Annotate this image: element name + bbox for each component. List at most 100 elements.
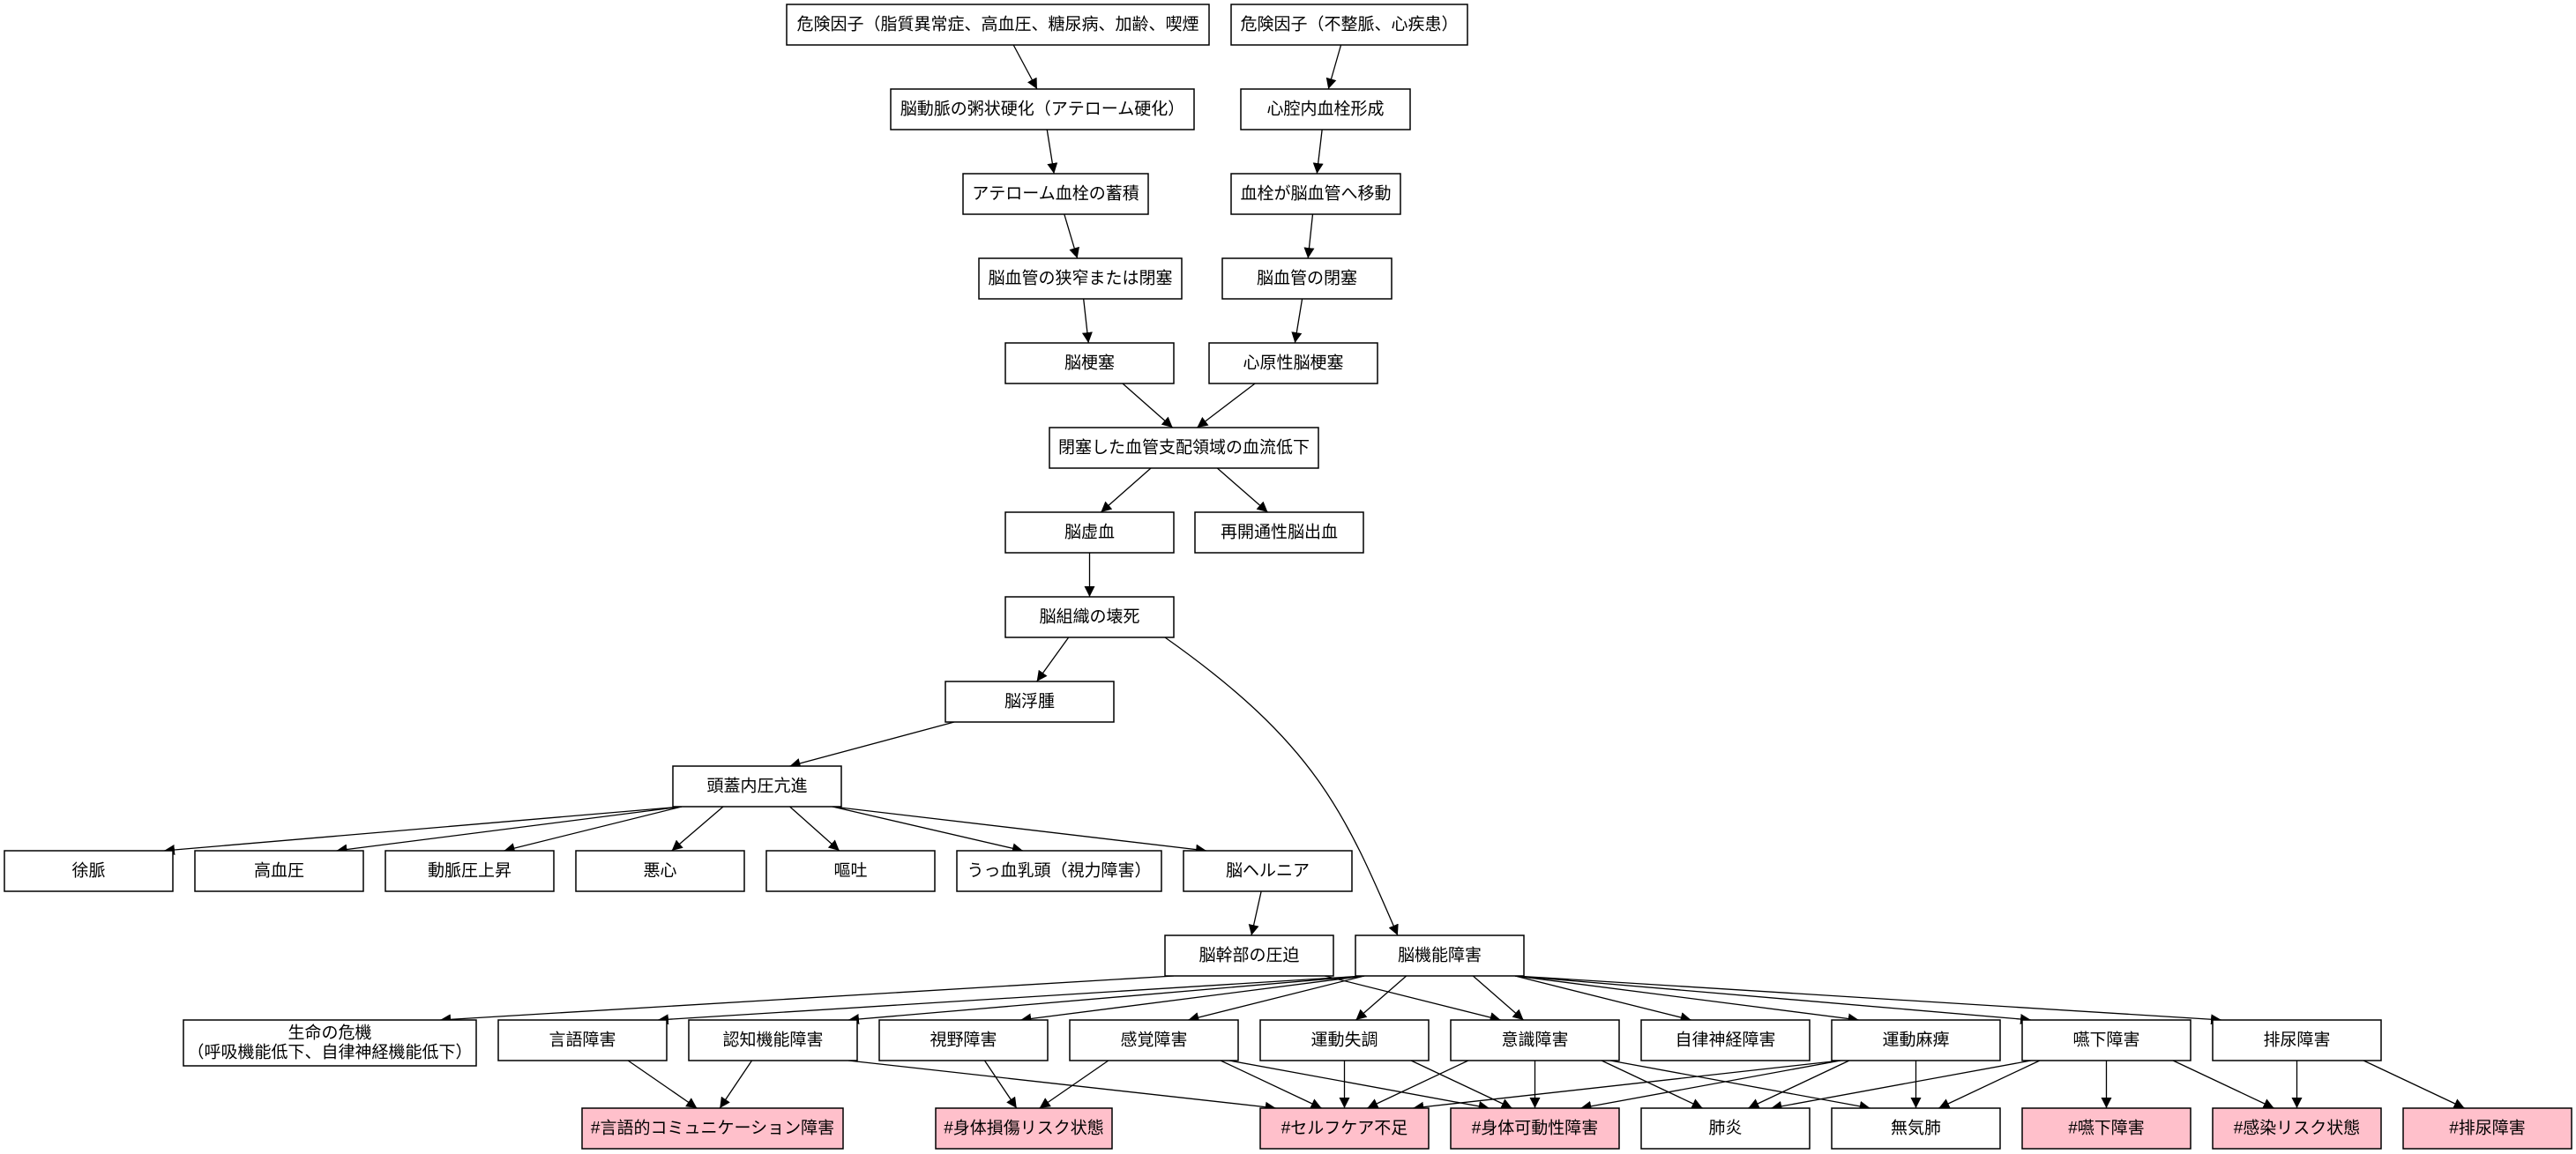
node-necrosis: 脳組織の壊死 — [1004, 596, 1175, 638]
node-label: アテローム血栓の蓄積 — [972, 184, 1139, 204]
edge-bloodflow-to-reperfusion — [1216, 467, 1268, 513]
node-box — [1230, 4, 1468, 46]
node-label: 脳浮腫 — [1004, 692, 1055, 711]
node-label: #嚥下障害 — [2068, 1119, 2145, 1138]
node-label: 再開通性脳出血 — [1221, 523, 1338, 542]
edge-dysphagia-to-atelectasis — [1938, 1060, 2041, 1109]
node-box — [1259, 1019, 1430, 1061]
edge-dysfunction-to-aphasia — [657, 975, 1365, 1025]
edge-visual-to-nd-injury — [983, 1060, 1018, 1109]
node-box — [672, 765, 842, 808]
node-thrombus-move: 血栓が脳血管へ移動 — [1230, 173, 1401, 215]
node-label: #言語的コミュニケーション障害 — [591, 1119, 834, 1138]
node-box — [4, 850, 174, 892]
node-label: 心腔内血栓形成 — [1266, 100, 1384, 119]
node-label: 危険因子（脂質異常症、高血圧、糖尿病、加齢、喫煙 — [796, 15, 1198, 34]
node-consciousness: 意識障害 — [1450, 1019, 1620, 1061]
node-brainstem: 脳幹部の圧迫 — [1164, 934, 1334, 977]
node-label: 肺炎 — [1708, 1119, 1742, 1138]
edge-icp-to-papilledema — [832, 806, 1024, 854]
node-edema: 脳浮腫 — [945, 681, 1115, 723]
node-box — [194, 850, 364, 892]
node-papilledema: うっ血乳頭（視力障害） — [956, 850, 1162, 892]
node-box — [2212, 1107, 2382, 1150]
edge-brainstem-to-consciousness — [1324, 975, 1501, 1023]
edge-athero-to-athero-accum — [1046, 129, 1058, 175]
node-athero-accum: アテローム血栓の蓄積 — [962, 173, 1149, 215]
node-label: 脳機能障害 — [1398, 946, 1482, 965]
node-label: 排尿障害 — [2263, 1031, 2330, 1050]
node-pneumonia: 肺炎 — [1640, 1107, 1811, 1150]
edges-layer — [163, 44, 2465, 1113]
node-label: 頭蓋内圧亢進 — [706, 777, 807, 796]
node-label: 意識障害 — [1501, 1031, 1568, 1050]
node-box — [1194, 511, 1364, 554]
node-label: 脳虚血 — [1064, 523, 1115, 542]
edge-rf2-to-cardiac-thrombus — [1325, 44, 1342, 90]
edge-consciousness-to-atelectasis — [1609, 1060, 1870, 1112]
node-visual: 視野障害 — [878, 1019, 1049, 1061]
node-box — [1259, 1107, 1430, 1150]
node-sensory: 感覚障害 — [1069, 1019, 1239, 1061]
node-box — [956, 850, 1162, 892]
node-nd-urinary: #排尿障害 — [2402, 1107, 2572, 1150]
node-box — [183, 1019, 477, 1067]
node-box — [765, 850, 936, 892]
node-box — [1355, 934, 1525, 977]
node-box — [2212, 1019, 2382, 1061]
edge-paralysis-to-pneumonia — [1748, 1060, 1850, 1109]
edge-consciousness-to-nd-selfcare — [1367, 1060, 1469, 1109]
node-label: 生命の危機 — [287, 1024, 371, 1043]
edge-icp-to-vomiting — [789, 806, 840, 852]
node-label: 心原性脳梗塞 — [1243, 354, 1343, 373]
node-label: #セルフケア不足 — [1281, 1120, 1408, 1138]
node-box — [497, 1019, 668, 1061]
node-label: 脳ヘルニア — [1226, 861, 1310, 881]
node-label: 感覚障害 — [1120, 1031, 1187, 1050]
node-paralysis: 運動麻痺 — [1831, 1019, 2001, 1061]
node-box — [1208, 342, 1378, 384]
node-label: 血栓が脳血管へ移動 — [1240, 184, 1391, 204]
node-box — [945, 681, 1115, 723]
node-label: 脳梗塞 — [1064, 354, 1115, 373]
node-box — [1049, 427, 1319, 469]
node-dysphagia: 嚥下障害 — [2021, 1019, 2191, 1061]
node-box — [1004, 596, 1175, 638]
node-label: #身体可動性障害 — [1472, 1119, 1599, 1138]
node-box — [1831, 1019, 2001, 1061]
edge-icp-to-herniation — [832, 806, 1207, 855]
node-label: うっ血乳頭（視力障害） — [967, 861, 1151, 881]
node-pulse-pressure: 動脈圧上昇 — [385, 850, 555, 892]
node-box — [978, 257, 1183, 300]
node-ischemia: 脳虚血 — [1004, 511, 1175, 554]
node-cardioembolic: 心原性脳梗塞 — [1208, 342, 1378, 384]
node-nd-selfcare: #セルフケア不足 — [1259, 1107, 1430, 1150]
edge-brainstem-to-life-threat — [440, 975, 1175, 1025]
node-label: 脳血管の狭窄または閉塞 — [988, 269, 1172, 288]
node-label: 閉塞した血管支配領域の血流低下 — [1058, 438, 1310, 458]
node-box — [1230, 173, 1401, 215]
node-label: 言語障害 — [549, 1031, 616, 1050]
node-autonomic: 自律神経障害 — [1640, 1019, 1811, 1061]
node-urinary: 排尿障害 — [2212, 1019, 2382, 1061]
node-label: 自律神経障害 — [1675, 1031, 1775, 1050]
edge-dysfunction-to-urinary — [1514, 975, 2222, 1025]
edge-ataxia-to-nd-mobility — [1410, 1060, 1512, 1109]
node-box — [1640, 1107, 1811, 1150]
edge-paralysis-to-nd-mobility — [1580, 1060, 1841, 1112]
edge-dysfunction-to-sensory — [1188, 975, 1365, 1023]
node-aphasia: 言語障害 — [497, 1019, 668, 1061]
node-label: 無気肺 — [1891, 1119, 1941, 1138]
edge-sensory-to-nd-injury — [1039, 1060, 1109, 1109]
node-label: 危険因子（不整脈、心疾患） — [1240, 15, 1458, 34]
node-infarction: 脳梗塞 — [1004, 342, 1175, 384]
node-label: 脳組織の壊死 — [1039, 607, 1139, 627]
edge-cardioembolic-to-bloodflow — [1196, 383, 1256, 428]
node-label: #排尿障害 — [2449, 1119, 2526, 1138]
edge-cognitive-to-nd-comm — [719, 1060, 753, 1109]
edge-bloodflow-to-ischemia — [1100, 467, 1152, 513]
node-rf2: 危険因子（不整脈、心疾患） — [1230, 4, 1468, 46]
node-label: 嚥下障害 — [2072, 1031, 2139, 1050]
node-label: 認知機能障害 — [722, 1031, 823, 1050]
